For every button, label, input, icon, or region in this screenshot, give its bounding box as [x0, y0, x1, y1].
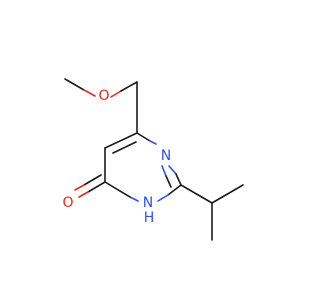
- bond-n3-c4-blue: [129, 196, 139, 202]
- pyrimidinone-structure: O N N H O: [62, 78, 244, 241]
- bond-n1-c2-blue: [168, 165, 177, 175]
- bond-n1-c2-inner-blue: [161, 165, 167, 177]
- bond-o-ch2-red: [110, 90, 122, 98]
- ring-nh-hydrogen-label: H: [144, 210, 155, 226]
- ring-nitrogen-label: N: [161, 148, 171, 164]
- bond-n3-c4: [104, 181, 131, 198]
- bond-c2-ch: [180, 184, 213, 204]
- bond-n1-c2-inner: [165, 175, 172, 188]
- bond-c6-n1-blue: [149, 140, 157, 145]
- bond-c4-o-a-red: [78, 191, 89, 198]
- bond-methyl-o-red: [83, 89, 96, 97]
- methoxy-oxygen-label: O: [98, 88, 109, 104]
- bond-ch-ch3a: [211, 184, 244, 204]
- bond-c2-n3: [167, 184, 182, 196]
- bond-c6-n1: [136, 132, 151, 142]
- ring-nh-nitrogen-label: N: [143, 195, 153, 211]
- bond-c4-o-a: [87, 181, 106, 193]
- bond-c4-o-b: [83, 174, 102, 186]
- bond-c5-c6-inner: [112, 141, 137, 154]
- bond-c5-c6: [104, 132, 138, 149]
- bond-o-ch2: [120, 81, 138, 92]
- bond-methyl-o: [64, 78, 85, 91]
- bond-c4-o-b-red: [74, 184, 85, 191]
- bond-n1-c2: [175, 173, 182, 186]
- bond-c2-n3-blue: [157, 194, 169, 202]
- carbonyl-oxygen-label: O: [62, 195, 73, 211]
